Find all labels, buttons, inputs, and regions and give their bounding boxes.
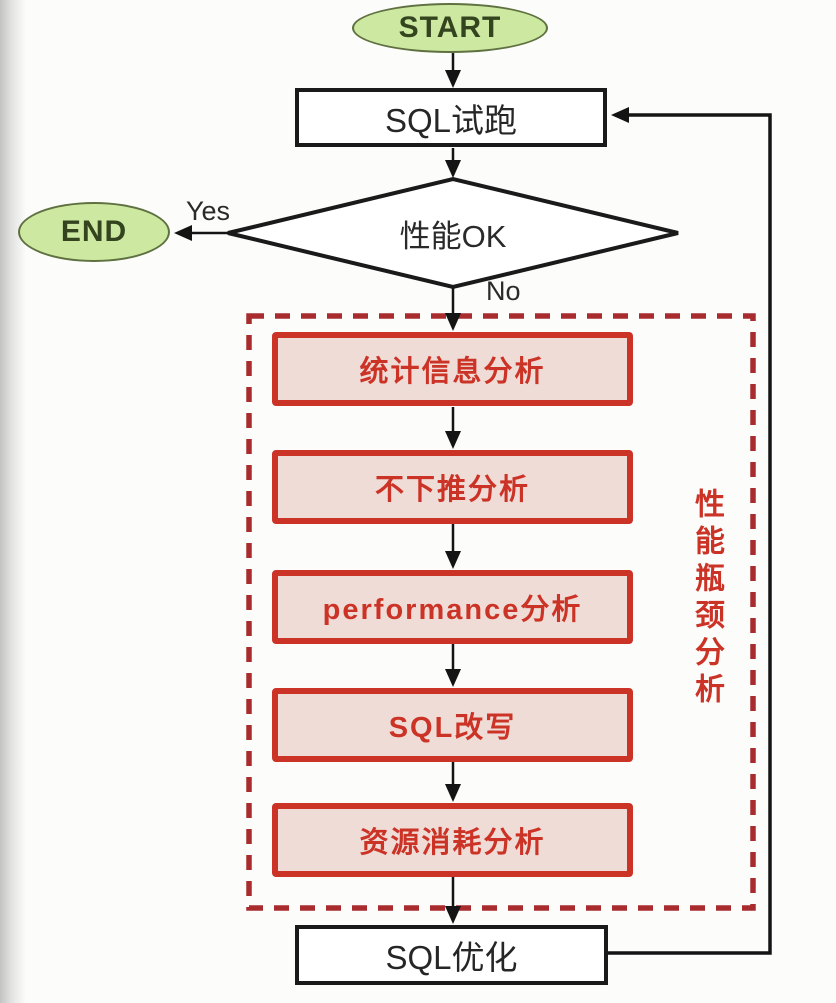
analysis-step-label: 统计信息分析 — [359, 356, 546, 388]
analysis-step-no-pushdown: 不下推分析 — [272, 450, 633, 524]
sql-trial-label: SQL试跑 — [384, 101, 518, 139]
analysis-step-label: 资源消耗分析 — [359, 827, 546, 859]
start-node: START — [352, 3, 548, 53]
analysis-step-label: SQL改写 — [388, 712, 517, 744]
arrow-optimize-loop-to-trial — [608, 107, 772, 955]
analysis-step-performance: performance分析 — [272, 570, 633, 644]
analysis-step-label: performance分析 — [322, 594, 583, 626]
sql-optimize-node: SQL优化 — [295, 925, 608, 985]
sql-optimize-label: SQL优化 — [385, 939, 518, 976]
analysis-step-sql-rewrite: SQL改写 — [272, 688, 633, 762]
decision-diamond-shape — [227, 176, 679, 290]
decision-node-label: 性能OK — [399, 218, 507, 254]
no-edge-label: No — [486, 276, 521, 306]
end-node: END — [18, 202, 170, 262]
analysis-group-label: 性能瓶颈分析 — [690, 488, 723, 710]
analysis-step-statistics: 统计信息分析 — [272, 332, 633, 406]
end-label: END — [60, 215, 128, 248]
start-label: START — [398, 11, 502, 44]
yes-edge-label: Yes — [186, 196, 231, 226]
sql-trial-node: SQL试跑 — [295, 88, 607, 147]
analysis-step-resource-consumption: 资源消耗分析 — [272, 803, 633, 877]
analysis-step-label: 不下推分析 — [374, 474, 530, 506]
